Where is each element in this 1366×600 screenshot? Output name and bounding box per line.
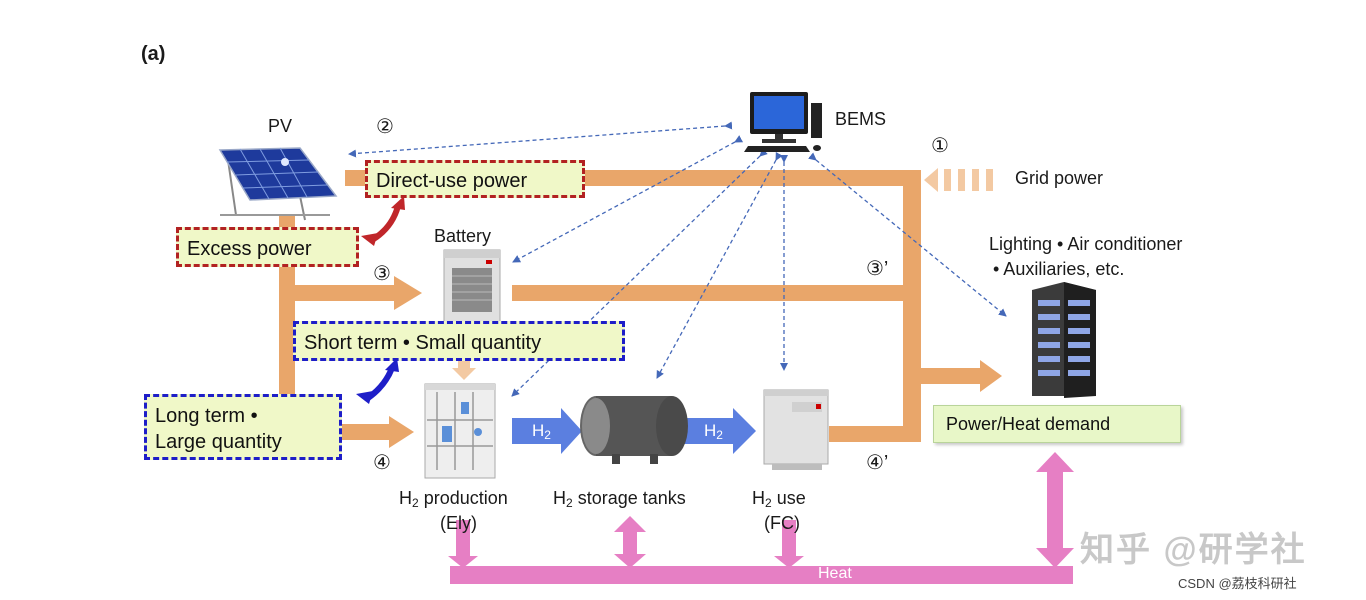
fc-heat-arrowhead — [774, 556, 804, 568]
h2-flow-storage-to-fc-body — [684, 418, 734, 444]
h2-production-label: H2 production — [399, 488, 508, 510]
h2-flow-storage-to-fc-head — [733, 408, 756, 454]
loads-label-line1: Lighting • Air conditioner — [989, 234, 1183, 254]
power-heat-demand-box: Power/Heat demand — [933, 405, 1181, 443]
watermark-csdn: CSDN @荔枝科研社 — [1178, 576, 1297, 591]
battery-to-electrolyzer-arrow — [452, 360, 476, 380]
battery-output-flow — [512, 285, 907, 301]
to-battery-flow — [295, 285, 395, 301]
marker-4: ④ — [373, 452, 391, 474]
fuel-cell-icon — [763, 389, 829, 470]
short-term-storage-box: Short term • Small quantity — [293, 321, 625, 361]
marker-3: ③ — [373, 263, 391, 285]
grid-power-label: Grid power — [1015, 168, 1104, 188]
panel-label: (a) — [141, 43, 166, 65]
pv-panel-icon — [218, 147, 338, 221]
storage-exchange-arrowhead-up — [385, 358, 399, 372]
watermark-zhihu: 知乎 @研学社 — [1080, 531, 1307, 569]
fc-heat-flow — [782, 520, 796, 558]
pv-main-flow — [279, 215, 295, 435]
heat-label: Heat — [818, 565, 852, 582]
battery-label: Battery — [434, 226, 492, 246]
ely-heat-arrowhead — [448, 556, 478, 568]
storage-exchange-arrowhead-down — [356, 391, 373, 404]
grid-power-arrow — [924, 168, 993, 192]
bus-to-demand-flow — [921, 368, 981, 384]
bems-link-storage — [656, 151, 783, 379]
demand-heat-arrowhead-up — [1036, 452, 1074, 472]
h2-flow-label-a: H2 — [532, 421, 551, 442]
h2-use-abbr: (FC) — [764, 513, 800, 533]
marker-1: ① — [931, 135, 949, 157]
marker-2: ② — [376, 116, 394, 138]
storage-heat-arrowhead-down — [614, 554, 646, 568]
storage-heat-flow — [623, 530, 637, 558]
fc-output-flow — [829, 426, 921, 442]
bems-computer-icon — [744, 92, 822, 152]
electrolyzer-icon — [424, 383, 496, 479]
long-term-line1: Long term • — [155, 405, 258, 427]
loads-label-line2: • Auxiliaries, etc. — [993, 259, 1125, 279]
grid-bus — [903, 170, 921, 442]
heat-flow-network — [448, 452, 1074, 584]
long-term-line2: Large quantity — [155, 431, 282, 453]
demand-heat-flow — [1047, 470, 1063, 552]
bems-label: BEMS — [835, 109, 887, 129]
excess-direct-exchange-arrowhead-down — [361, 233, 378, 246]
pv-label: PV — [268, 116, 293, 136]
h2-storage-label: H2 storage tanks — [553, 488, 686, 510]
hydrogen-tank-icon — [580, 396, 688, 464]
long-term-storage-box: Long term • Large quantity — [144, 394, 342, 460]
demand-heat-arrowhead-down — [1036, 548, 1074, 568]
h2-flow-ely-to-storage-body — [512, 418, 562, 444]
h2-production-abbr: (Ely) — [440, 513, 477, 533]
marker-3-prime: ③’ — [866, 258, 889, 280]
storage-heat-arrowhead-up — [614, 516, 646, 532]
h2-use-label: H2 use — [752, 488, 806, 510]
to-electrolyzer-arrowhead — [389, 416, 414, 448]
building-icon — [1032, 282, 1096, 398]
direct-use-power-box: Direct-use power — [365, 160, 585, 198]
h2-flow-ely-to-storage-head — [561, 408, 582, 454]
ely-heat-flow — [456, 520, 470, 558]
excess-power-box: Excess power — [176, 227, 359, 267]
bems-link-loads — [808, 152, 1007, 317]
heat-bus — [450, 566, 1073, 584]
bus-to-demand-arrowhead — [980, 360, 1002, 392]
h2-flow-label-b: H2 — [704, 421, 723, 442]
marker-4-prime: ④’ — [866, 452, 889, 474]
excess-direct-exchange-arrowhead-up — [391, 196, 405, 210]
bems-link-pv — [348, 121, 733, 158]
hydrogen-flow-network — [512, 408, 756, 454]
to-battery-arrowhead — [394, 276, 422, 310]
